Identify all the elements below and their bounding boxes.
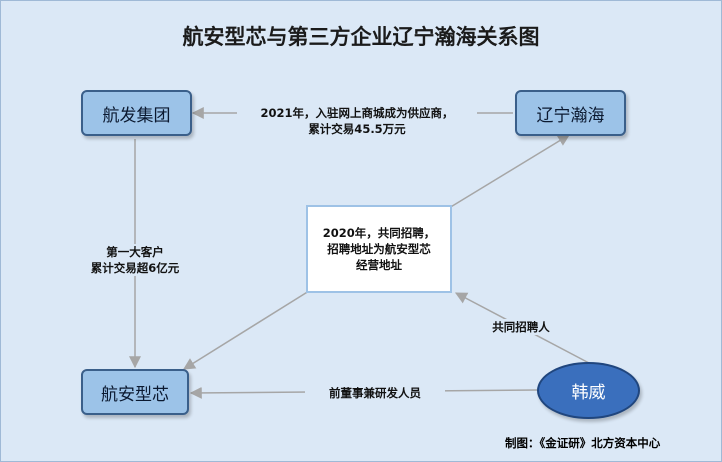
node-hangfa: 航发集团 [81,90,192,136]
node-hangan-label: 航安型芯 [101,384,169,405]
edge-label-hanwei-to-center: 共同招聘人 [485,319,557,335]
node-hangfa-label: 航发集团 [102,105,171,126]
edge-label-liaoning-to-hangfa-line-1: 2021年，入驻网上商城成为供应商， [260,106,454,120]
edge-center-to-hangan [182,290,310,370]
node-hangan: 航安型芯 [81,369,189,415]
edge-label-liaoning-to-hangfa-line-2: 累计交易45.5万元 [308,122,406,136]
node-liaoning: 辽宁瀚海 [515,90,626,136]
diagram-title: 航安型芯与第三方企业辽宁瀚海关系图 [182,25,540,49]
credit-line: 制图：《金证研》北方资本中心 [505,436,661,450]
center-box-line-2: 招聘地址为航安型芯 [327,242,431,256]
edge-label-liaoning-to-hangfa: 2021年，入驻网上商城成为供应商， 累计交易45.5万元 [237,105,477,137]
edge-label-hangfa-to-hangan-line-1: 第一大客户 [106,245,164,259]
edge-label-hangfa-to-hangan: 第一大客户 累计交易超6亿元 [77,244,193,276]
center-box-line-1: 2020年，共同招聘， [322,226,436,240]
edge-center-to-liaoning [448,134,571,209]
node-hanwei-label: 韩威 [571,383,606,403]
center-box: 2020年，共同招聘， 招聘地址为航安型芯 经营地址 [306,205,452,293]
node-hanwei: 韩威 [537,362,640,419]
center-box-text: 2020年，共同招聘， 招聘地址为航安型芯 经营地址 [323,225,436,273]
node-liaoning-label: 辽宁瀚海 [536,105,605,126]
edge-label-hangfa-to-hangan-line-2: 累计交易超6亿元 [90,261,180,275]
edge-label-hanwei-to-hangan: 前董事兼研发人员 [305,385,445,401]
center-box-line-3: 经营地址 [355,258,402,272]
